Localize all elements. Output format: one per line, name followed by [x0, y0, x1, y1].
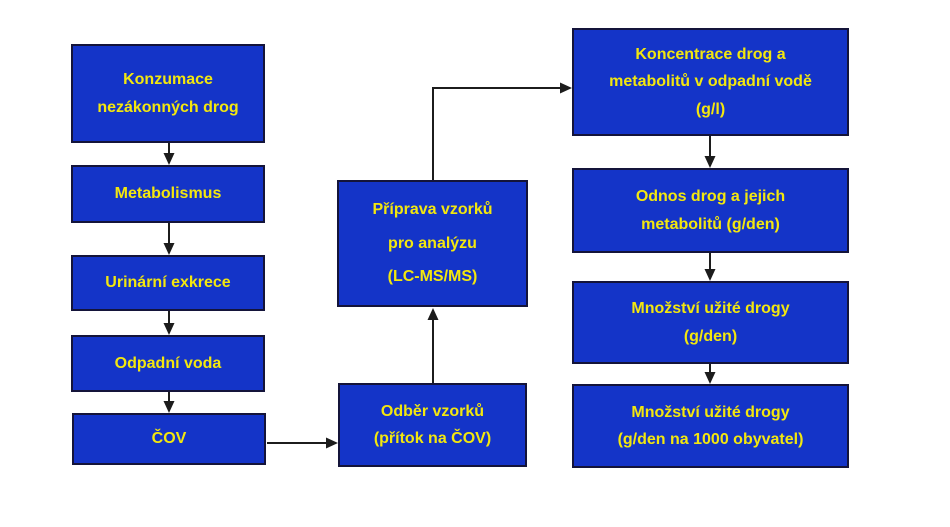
flow-box-cov: ČOV — [72, 413, 266, 465]
flow-box-koncentrace: Koncentrace drog a metabolitů v odpadní … — [572, 28, 849, 136]
flow-box-priprava-vzorku: Příprava vzorků pro analýzu (LC-MS/MS) — [337, 180, 528, 307]
flow-box-urinarni-exkrece: Urinární exkrece — [71, 255, 265, 311]
flow-box-odnos: Odnos drog a jejich metabolitů (g/den) — [572, 168, 849, 253]
flow-box-konzumace: Konzumace nezákonných drog — [71, 44, 265, 143]
flow-box-odber-vzorku: Odběr vzorků (přítok na ČOV) — [338, 383, 527, 467]
flow-box-mnozstvi-obyvatel: Množství užité drogy (g/den na 1000 obyv… — [572, 384, 849, 468]
arrow-priprava-to-koncentrace — [432, 82, 572, 180]
flow-box-odpadni-voda: Odpadní voda — [71, 335, 265, 392]
flow-box-mnozstvi-gden: Množství užité drogy (g/den) — [572, 281, 849, 364]
flow-box-metabolismus: Metabolismus — [71, 165, 265, 223]
